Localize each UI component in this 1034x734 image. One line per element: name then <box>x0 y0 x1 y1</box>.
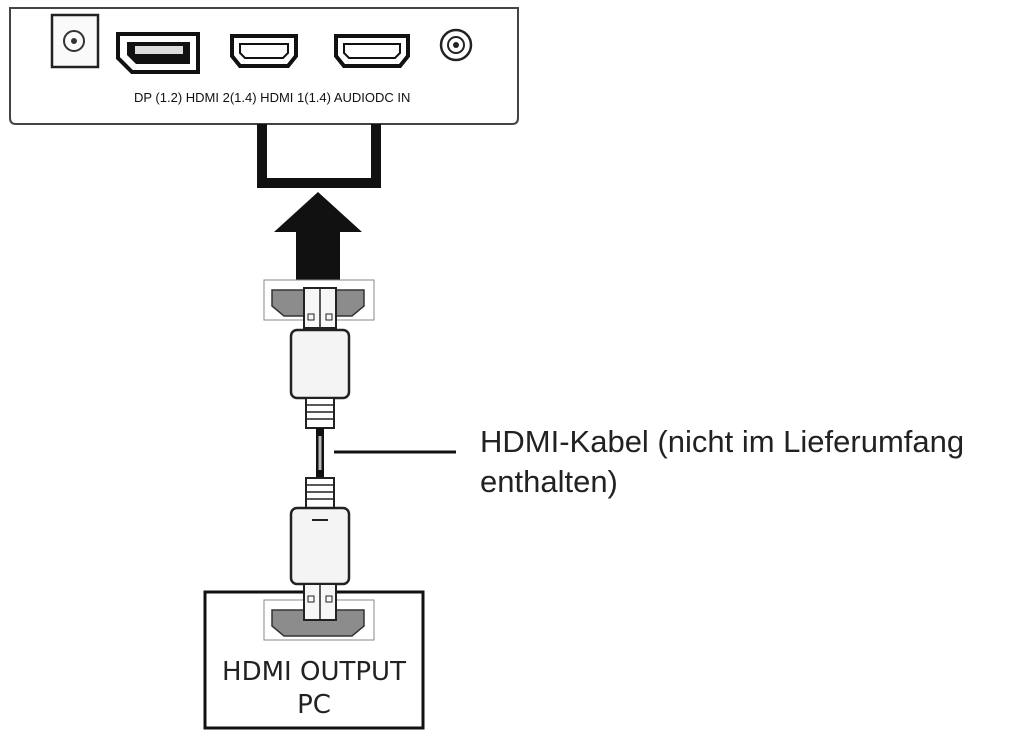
displayport-icon <box>116 32 200 74</box>
cable-callout-line1: HDMI-Kabel (nicht im Lieferumfang <box>480 424 964 459</box>
monitor-rear-panel: DP (1.2) HDMI 2(1.4) HDMI 1(1.4) AUDIODC… <box>9 7 519 125</box>
up-arrow-icon <box>274 192 362 280</box>
pc-box: HDMI OUTPUT PC <box>203 583 425 730</box>
pc-box-line2: PC <box>297 690 331 720</box>
audio-jack-icon <box>439 28 473 62</box>
pc-box-line1: HDMI OUTPUT <box>222 657 406 687</box>
cable-callout-line2: enthalten) <box>480 464 618 499</box>
connection-bracket <box>257 124 381 188</box>
hdmi-connector-bottom <box>289 477 351 586</box>
dc-in-port-icon <box>50 13 100 69</box>
hdmi-connector-top <box>263 279 375 429</box>
ports-label: DP (1.2) HDMI 2(1.4) HDMI 1(1.4) AUDIODC… <box>134 90 410 105</box>
hdmi-port-icon <box>334 34 410 68</box>
hdmi-port-icon <box>230 34 298 68</box>
